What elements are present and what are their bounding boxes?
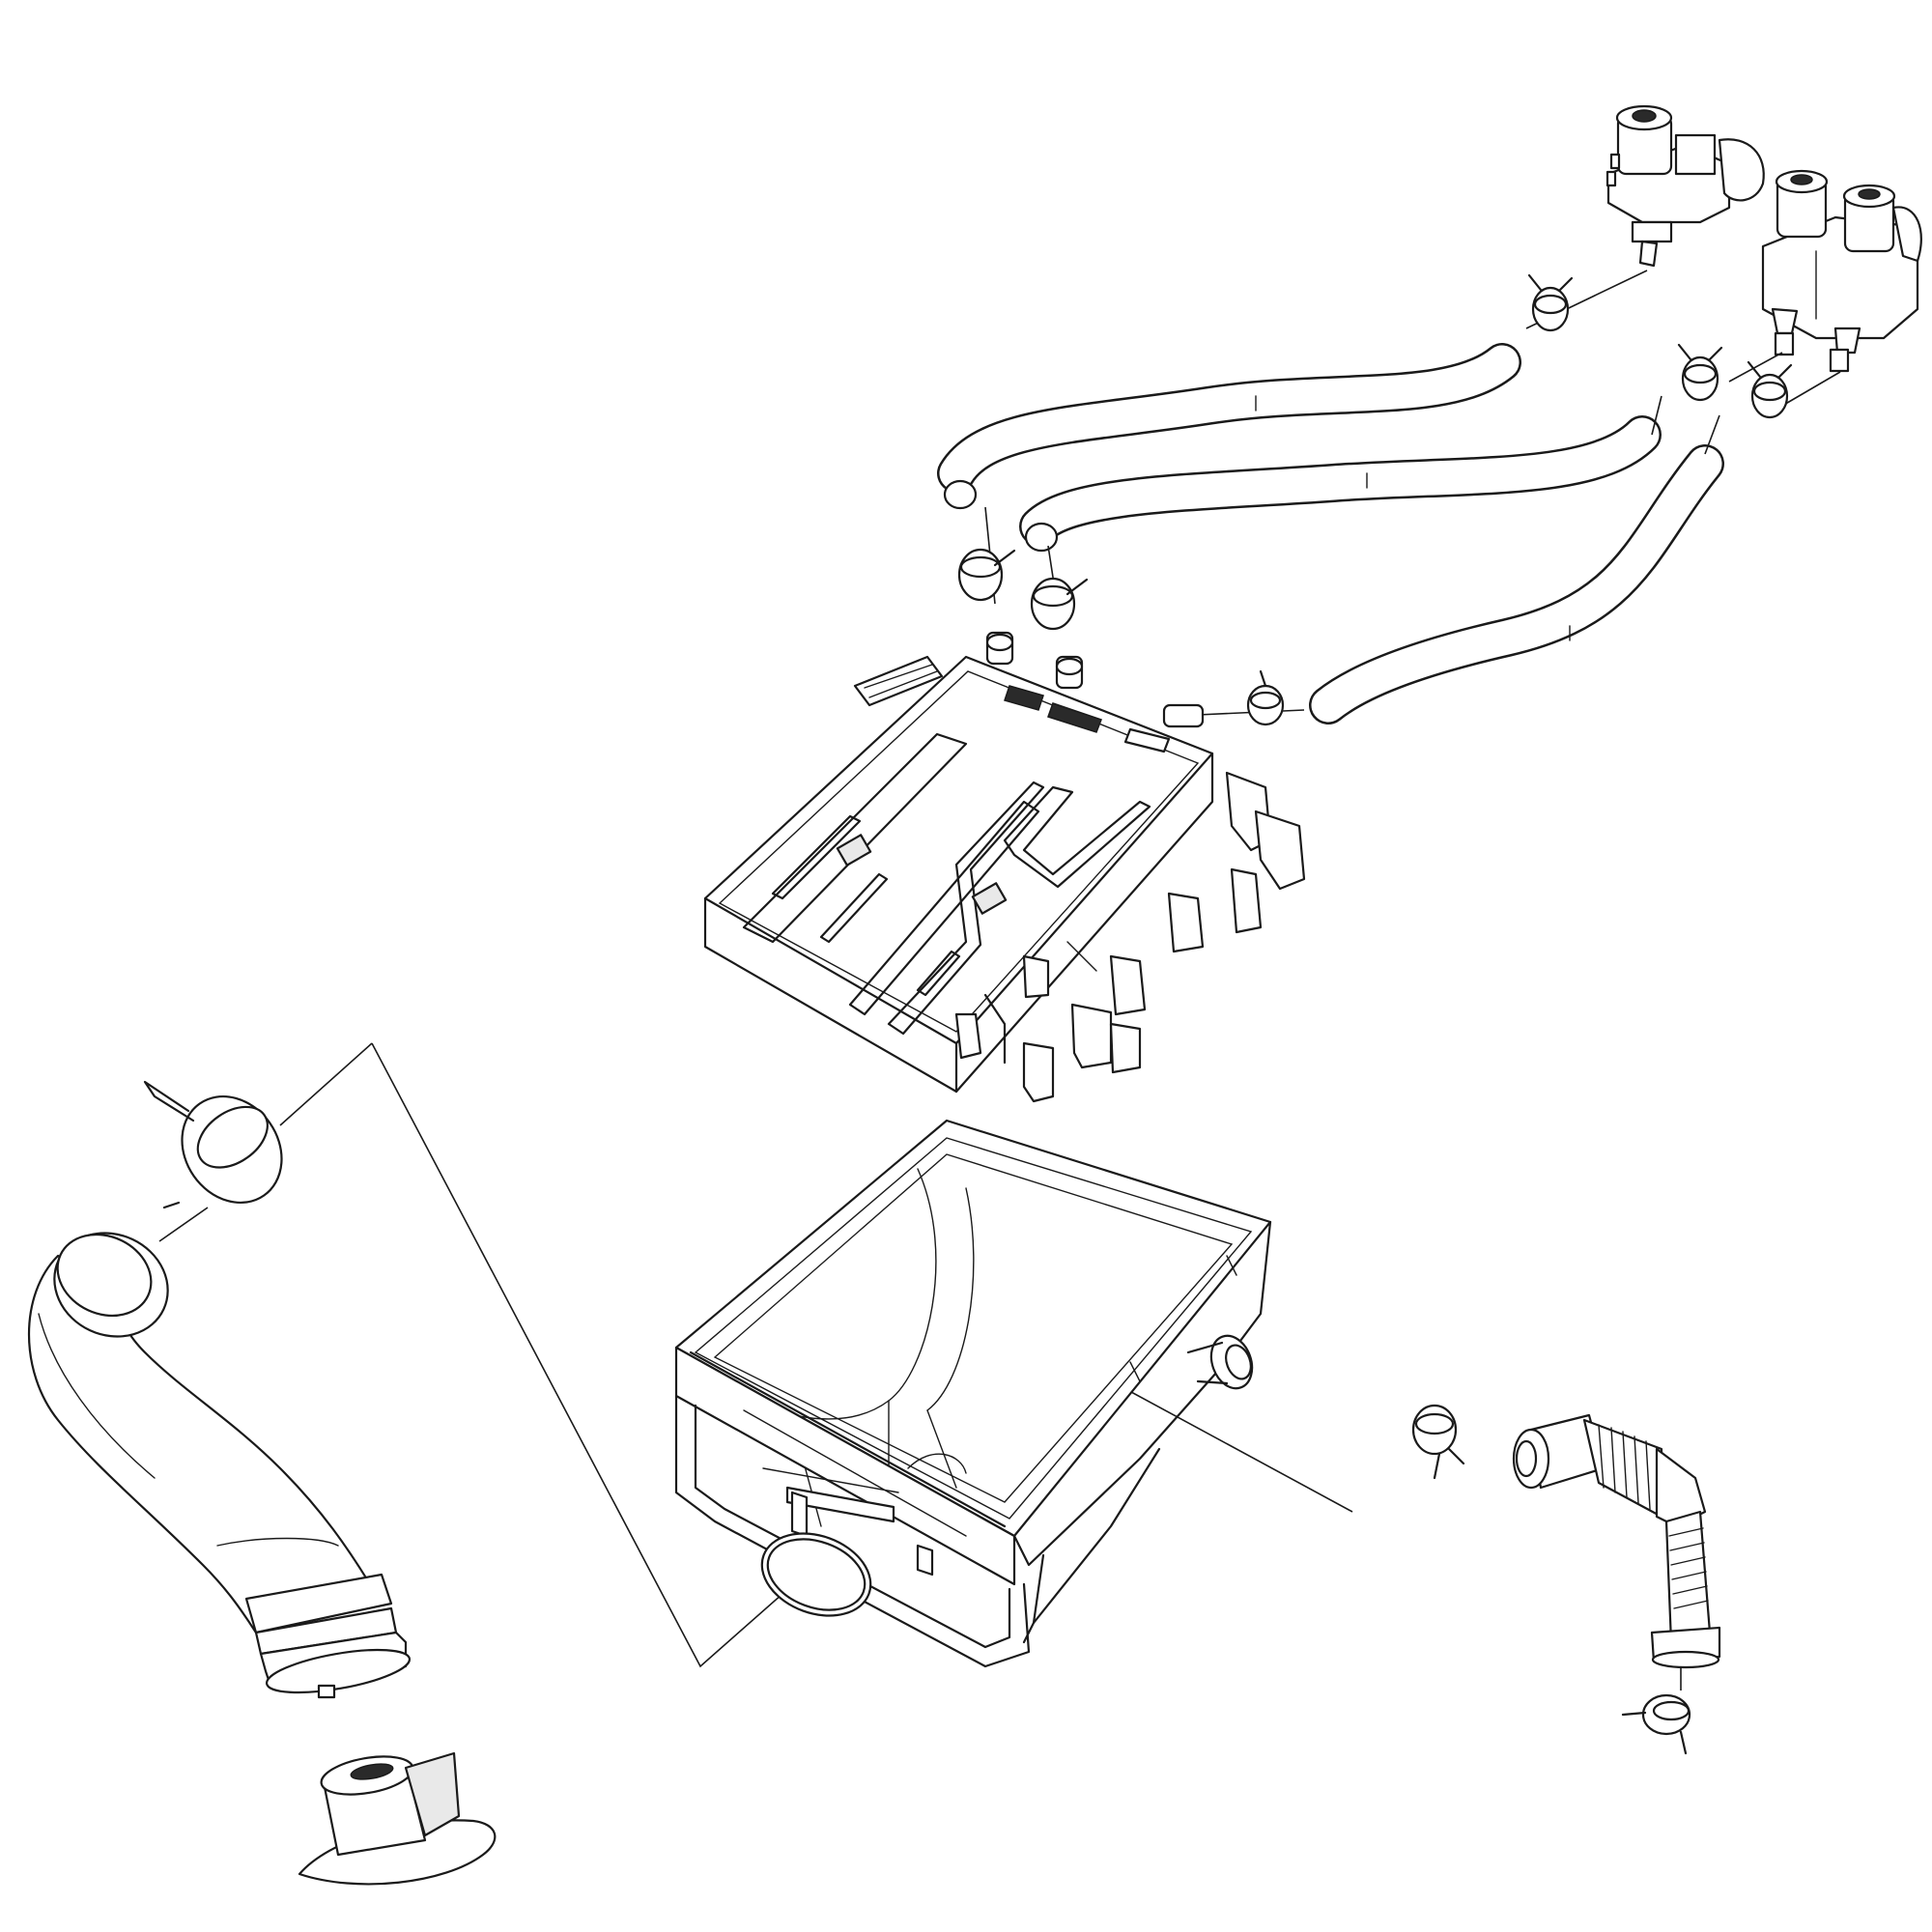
o-ring-seal-icon: [760, 1532, 872, 1617]
drain-elbow-hose-icon: [1512, 1413, 1721, 1669]
hose-adapter-icon: [298, 1751, 497, 1886]
hose-adapter-icon: [985, 631, 1205, 728]
dispenser-bellows-hose-icon: [28, 1232, 412, 1699]
water-hose-icon: [937, 343, 1724, 724]
dispenser-housing-icon: [674, 1119, 1272, 1668]
inlet-valve-double-icon: [1761, 169, 1922, 373]
hose-clamp-icon: [143, 273, 1793, 1755]
inlet-valve-single-icon: [1605, 104, 1765, 268]
dispenser-top-cover-icon: [703, 655, 1306, 1103]
